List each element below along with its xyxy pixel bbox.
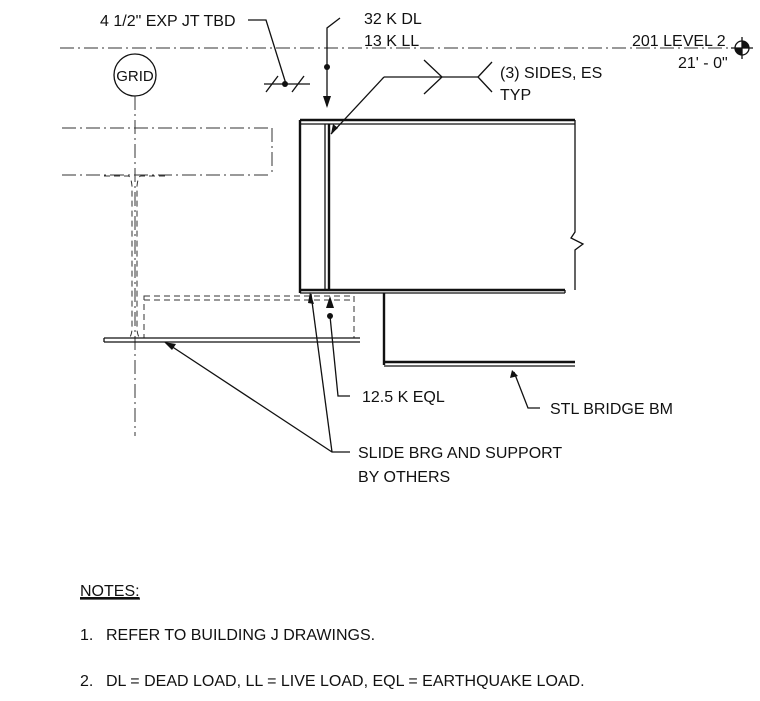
bridge-beam-label: STL BRIDGE BM xyxy=(550,401,673,418)
bearing-leader-2 xyxy=(310,293,333,453)
dead-load-label: 32 K DL xyxy=(364,11,422,28)
grid-label: GRID xyxy=(116,68,154,85)
note-1-text: REFER TO BUILDING J DRAWINGS. xyxy=(106,627,375,644)
bearing-arrow-1 xyxy=(164,342,176,350)
bearing-leader-1 xyxy=(167,343,350,453)
bridge-beam-arrow xyxy=(510,370,518,378)
level-name-label: 201 LEVEL 2 xyxy=(632,33,726,50)
vertical-load-arrow xyxy=(323,17,341,108)
datum-target-icon xyxy=(731,37,753,59)
support-block xyxy=(143,295,355,339)
bridge-beam-leader xyxy=(513,371,540,409)
note-2-number: 2. xyxy=(80,673,93,690)
live-load-label: 13 K LL xyxy=(364,33,419,50)
stub-right xyxy=(136,175,165,339)
weld-label-line1: (3) SIDES, ES xyxy=(500,65,602,82)
bearing-label-line2: BY OTHERS xyxy=(358,469,450,486)
stub-left xyxy=(104,175,133,339)
eql-load-label: 12.5 K EQL xyxy=(362,389,445,406)
level-elev-label: 21' - 0" xyxy=(678,55,728,72)
weld-label-line2: TYP xyxy=(500,87,531,104)
exp-joint-dimension xyxy=(248,19,310,93)
notes-heading: NOTES: xyxy=(80,583,140,600)
steel-bridge-beam xyxy=(298,118,585,367)
exp-joint-label: 4 1/2" EXP JT TBD xyxy=(100,13,236,30)
note-1-number: 1. xyxy=(80,627,93,644)
note-2-text: DL = DEAD LOAD, LL = LIVE LOAD, EQL = EA… xyxy=(106,673,585,690)
weld-flag-icon xyxy=(330,59,493,135)
eql-load-leader xyxy=(326,296,350,397)
bearing-arrow-2 xyxy=(308,292,314,304)
bearing-label-line1: SLIDE BRG AND SUPPORT xyxy=(358,445,562,462)
